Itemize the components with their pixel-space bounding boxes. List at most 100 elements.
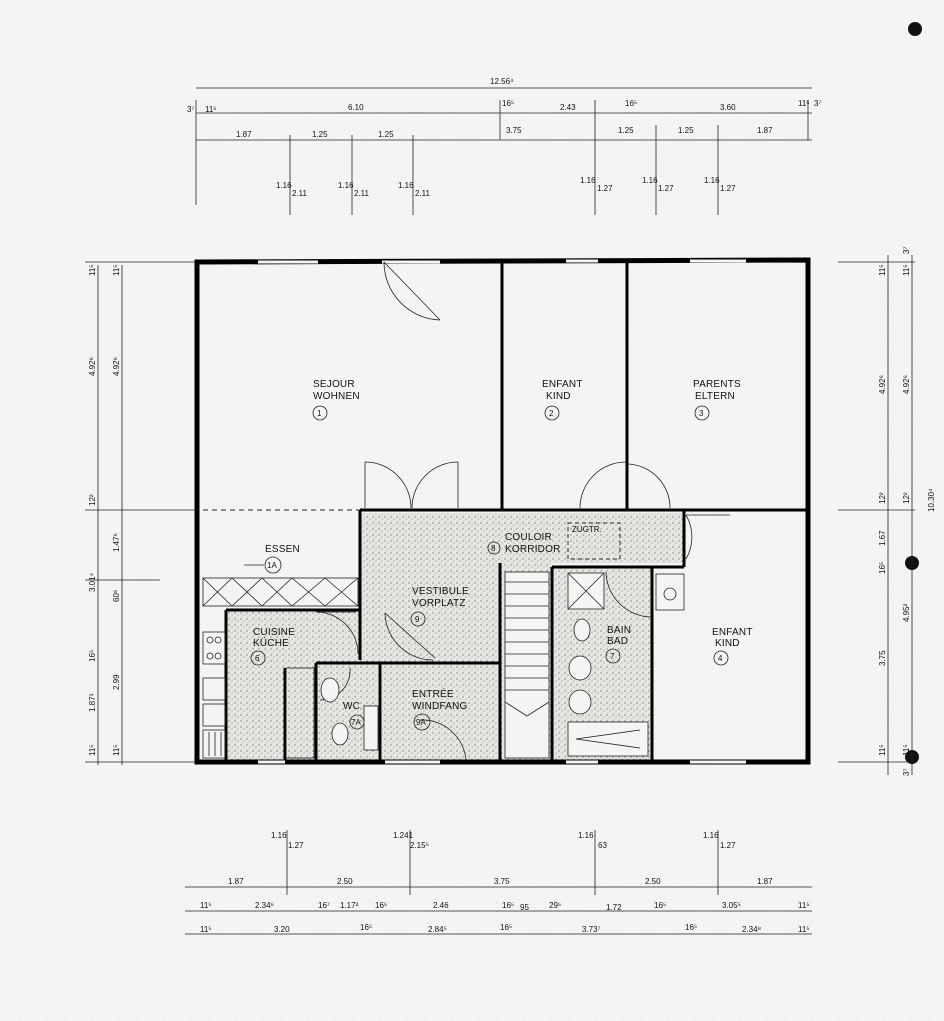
dimension-label: 3⁷: [902, 769, 911, 776]
dimension-label: 1.25: [312, 130, 328, 139]
kitchen-counter: [202, 577, 359, 759]
dimension-label: 11⁵: [112, 744, 121, 756]
room-name-de: VORPLATZ: [412, 598, 466, 609]
dimension-label: 1.67: [878, 530, 887, 546]
dimension-label: 3.75: [494, 877, 510, 886]
dimension-label: 11⁵: [88, 744, 97, 756]
dimension-label: 2.50: [645, 877, 661, 886]
window-dimension-label: 1.16: [276, 181, 292, 190]
dimensions-left: 11⁵ 11⁵ 4.92⁶ 4.92⁶ 12² 1.47⁶ 3.01⁴ 60⁸ …: [88, 264, 121, 756]
dimension-label: 10.30⁴: [927, 488, 936, 512]
dimension-label: 2.46: [433, 901, 449, 910]
window-dimension-label: 1.16: [398, 181, 414, 190]
dimension-label: 1.25: [378, 130, 394, 139]
dimension-label: 3.20: [274, 925, 290, 934]
punch-hole-icon: [908, 22, 922, 36]
dimension-label: 1.87: [757, 126, 773, 135]
dimension-label: 4.92⁶: [878, 375, 887, 394]
dimension-label: 11⁵: [200, 901, 212, 910]
window-dimension-label: 1.27: [597, 184, 613, 193]
window-dimension-label: 1.27: [658, 184, 674, 193]
room-name-de: KORRIDOR: [505, 544, 561, 555]
dimension-label: 16⁵: [654, 901, 666, 910]
dimension-label: 1.72: [606, 903, 622, 912]
room-number: 7: [610, 652, 615, 661]
room-name-de: WINDFANG: [412, 701, 468, 712]
dimension-label: 3⁷: [187, 105, 194, 114]
room-number: 1A: [267, 561, 277, 570]
zugtr-label: ZUGTR.: [572, 525, 602, 534]
bath-fixtures: [320, 572, 685, 757]
dimensions-right: 3⁷ 11⁵ 11⁵ 4.92⁶ 4.92⁶ 12² 12² 10.30⁴ 1.…: [878, 247, 936, 776]
dimension-label: 29⁵: [549, 901, 561, 910]
dimension-label: 16⁵: [88, 650, 97, 662]
room-name: ENFANT: [542, 379, 583, 390]
dimension-label: 1.87³: [88, 693, 97, 712]
dimension-label: 11⁵: [798, 901, 810, 910]
room-name: VESTIBULE: [412, 586, 469, 597]
dimension-label: 1.87: [236, 130, 252, 139]
windows: [258, 259, 746, 764]
window-dimension-label: 1.27: [720, 184, 736, 193]
dimension-label: 16⁵: [502, 901, 514, 910]
dimension-label: 16⁵: [502, 99, 514, 108]
dimension-label: 4.92⁶: [112, 357, 121, 376]
room-number: 1: [317, 409, 322, 418]
room-wc: WC 7A: [343, 701, 365, 730]
dimensions-top: 12.56⁴ 3⁷ 11⁵ 6.10 16⁵ 2.43 16⁵ 3.60 11⁵…: [187, 77, 821, 198]
dimension-label: 1.17²: [340, 901, 359, 910]
window-dimension-label: 1.16: [338, 181, 354, 190]
room-essen: ESSEN 1A: [244, 544, 300, 574]
dimension-label: 16⁵: [500, 923, 512, 932]
dimension-label: 1.25: [678, 126, 694, 135]
room-number: 3: [699, 409, 704, 418]
dimension-label: 3.75: [878, 650, 887, 666]
room-number: 4: [718, 654, 723, 663]
window-dimension-label: 1.27: [720, 841, 736, 850]
dimension-label: 4.95²: [902, 603, 911, 622]
window-dimension-label: 1.241: [393, 831, 414, 840]
door-swings: [315, 261, 730, 761]
room-name: ENFANT: [712, 627, 753, 638]
window-dimension-label: 1.16: [704, 176, 720, 185]
room-name: CUISINE: [253, 627, 295, 638]
dimension-label: 12²: [878, 492, 887, 504]
room-name-de: KIND: [715, 638, 740, 649]
dimension-label: 11⁵: [798, 925, 810, 934]
zugtr-box: [567, 522, 621, 560]
outer-walls: [194, 257, 811, 765]
dimension-label: 11⁵: [88, 264, 97, 276]
dimension-label: 3.01⁴: [88, 572, 97, 592]
room-name: BAIN: [607, 625, 631, 636]
dimension-overall: 12.56⁴: [490, 77, 514, 86]
window-dimension-label: 1.16: [580, 176, 596, 185]
dimension-lines: [85, 87, 915, 935]
window-dimension-label: 1.16: [578, 831, 594, 840]
dimension-label: 3⁷: [814, 99, 821, 108]
room-number: 2: [549, 409, 554, 418]
room-number: 9A: [416, 718, 426, 727]
room-name-de: KIND: [546, 391, 571, 402]
window-dimension-label: 2.11: [354, 189, 370, 198]
dimension-label: 1.87: [757, 877, 773, 886]
dimension-label: 1.87: [228, 877, 244, 886]
room-name: ESSEN: [265, 544, 300, 555]
room-name-de: ELTERN: [695, 391, 735, 402]
dimension-label: 95: [520, 903, 529, 912]
dimension-label: 4.92⁶: [88, 357, 97, 376]
room-number: 9: [415, 615, 420, 624]
dimension-label: 16⁵: [878, 562, 887, 574]
dimension-label: 1.47⁶: [112, 533, 121, 552]
window-dimension-label: 2.11: [292, 189, 308, 198]
dimension-label: 11⁵: [902, 744, 911, 756]
room-name-de: BAD: [607, 636, 628, 647]
